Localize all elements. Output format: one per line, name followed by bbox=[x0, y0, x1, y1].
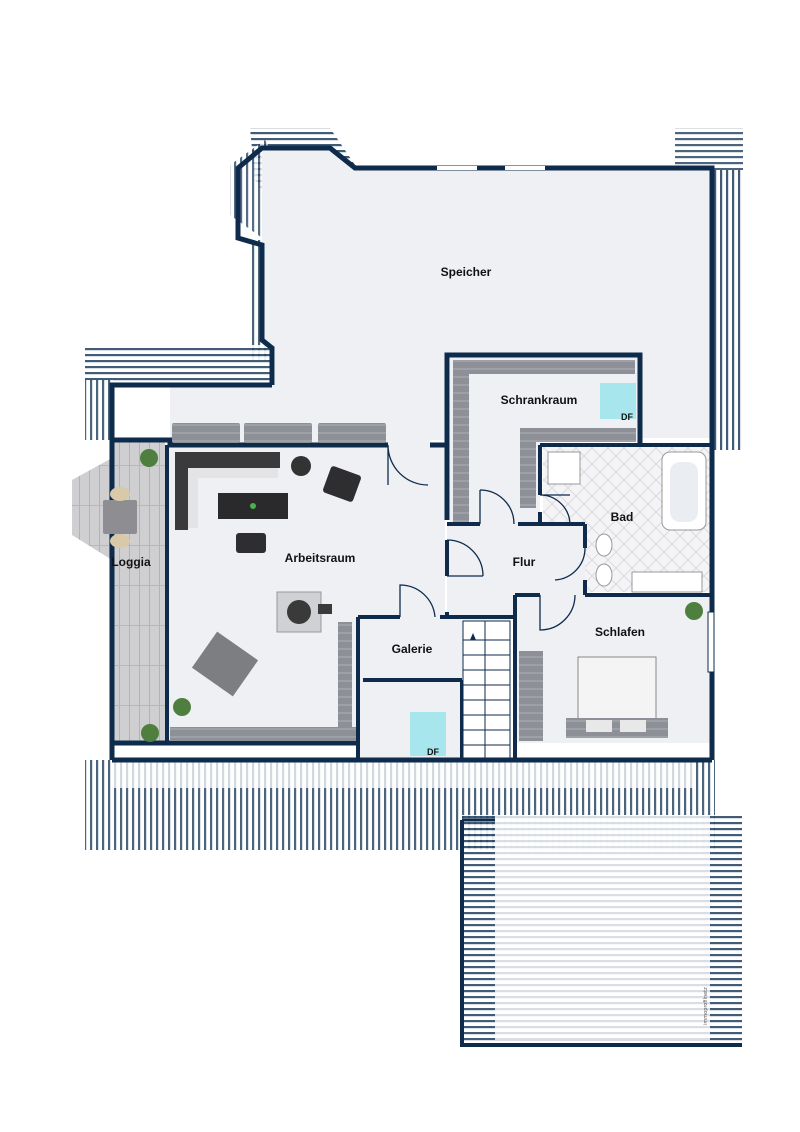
furniture bbox=[103, 360, 707, 759]
room-label-schrankraum: Schrankraum bbox=[501, 393, 578, 407]
room-label-loggia: Loggia bbox=[111, 555, 151, 569]
room-label-schlafen: Schlafen bbox=[595, 625, 645, 639]
room-label-galerie: Galerie bbox=[392, 642, 433, 656]
credit-text: immoprofilnetz bbox=[703, 987, 709, 1025]
skylights bbox=[410, 383, 636, 756]
room-label-flur: Flur bbox=[513, 555, 536, 569]
skylight-schrankraum bbox=[600, 383, 636, 419]
skylight-label-galerie: DF bbox=[427, 747, 439, 757]
doors bbox=[387, 444, 586, 631]
roof-hatching bbox=[85, 128, 743, 1045]
windows bbox=[437, 166, 715, 673]
room-label-speicher: Speicher bbox=[441, 265, 492, 279]
room-label-bad: Bad bbox=[611, 510, 634, 524]
skylight-galerie bbox=[410, 712, 446, 756]
room-label-arbeitsraum: Arbeitsraum bbox=[285, 551, 356, 565]
skylight-label-schrankraum: DF bbox=[621, 412, 633, 422]
